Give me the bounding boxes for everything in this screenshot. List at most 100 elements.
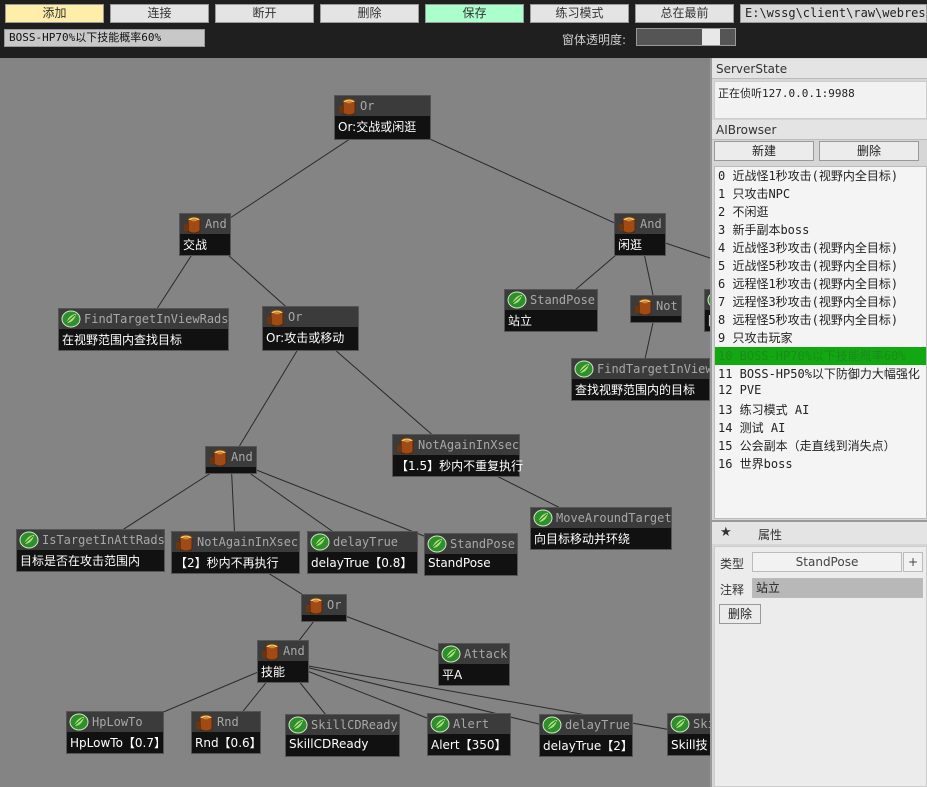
node-header[interactable]: StandPose xyxy=(425,534,517,554)
ai-list-item[interactable]: 15 公会副本（走直线到消失点） xyxy=(718,439,896,453)
node-header[interactable]: And xyxy=(615,214,665,234)
ai-list-item[interactable]: 9 只攻击玩家 xyxy=(718,331,793,345)
type-add-button[interactable]: + xyxy=(903,552,923,572)
ai-list-item[interactable]: 2 不闲逛 xyxy=(718,205,769,219)
node-header[interactable]: delayTrue xyxy=(540,715,632,735)
ai-list-item[interactable]: 5 近战怪5秒攻击(视野内全目标) xyxy=(718,259,899,273)
new-ai-button[interactable]: 新建 xyxy=(714,141,814,161)
tree-node-and3[interactable]: And xyxy=(205,446,257,474)
node-header[interactable]: Not xyxy=(631,296,681,316)
node-header[interactable]: SkillCDReady xyxy=(286,715,399,735)
leaf-icon xyxy=(441,645,461,663)
ai-list-item[interactable]: 3 新手副本boss xyxy=(718,223,810,237)
ai-list-item[interactable]: 12 PVE xyxy=(718,383,762,397)
ai-list-item[interactable]: 7 远程怪3秒攻击(视野内全目标) xyxy=(718,295,899,309)
tree-node-hidden1[interactable]: 随 xyxy=(704,289,710,332)
node-label: 闲逛 xyxy=(618,238,643,252)
log-icon xyxy=(174,533,194,552)
log-icon xyxy=(182,215,202,234)
node-header[interactable]: Alert xyxy=(428,714,510,734)
log-icon xyxy=(194,713,214,732)
node-label: StandPose xyxy=(428,556,491,570)
add-button[interactable]: 添加 xyxy=(5,4,104,23)
current-ai-name[interactable]: BOSS-HP70%以下技能概率60% xyxy=(4,29,205,47)
ai-list-item[interactable]: 0 近战怪1秒攻击(视野内全目标) xyxy=(718,169,899,183)
practice-mode-button[interactable]: 练习模式 xyxy=(530,4,629,23)
tree-node-notagain1[interactable]: NotAgainInXsec【1.5】秒内不重复执行 xyxy=(392,434,523,477)
tree-node-not1[interactable]: Not xyxy=(630,295,682,323)
tree-node-notagain2[interactable]: NotAgainInXsec【2】秒内不再执行 xyxy=(171,531,300,574)
tree-node-skill[interactable]: SkiSkill技 xyxy=(667,713,710,756)
opacity-slider[interactable] xyxy=(636,28,736,46)
node-type: MoveAroundTarget xyxy=(556,511,672,525)
node-header[interactable]: Ski xyxy=(668,714,710,734)
delete-ai-button[interactable]: 删除 xyxy=(819,141,919,161)
node-header[interactable]: Rnd xyxy=(192,712,260,732)
node-header[interactable]: And xyxy=(180,214,230,234)
node-label: 技能 xyxy=(261,665,286,679)
ai-list-item[interactable]: 11 BOSS-HP50%以下防御力大幅强化 xyxy=(718,367,920,381)
node-header[interactable]: Or xyxy=(263,307,358,327)
node-header[interactable]: HpLowTo xyxy=(67,712,163,732)
leaf-icon xyxy=(707,291,710,309)
always-on-top-button[interactable]: 总在最前 xyxy=(635,4,734,23)
node-label: Alert【350】 xyxy=(431,738,507,752)
tree-node-and4[interactable]: And 技能 xyxy=(257,640,309,683)
node-header[interactable]: Or xyxy=(335,96,430,116)
node-header[interactable]: MoveAroundTarget xyxy=(531,508,672,528)
tree-node-movearound[interactable]: MoveAroundTarget 向目标移动并环绕 xyxy=(530,507,672,550)
tree-node-and2[interactable]: And 闲逛 xyxy=(614,213,666,256)
ai-list[interactable]: 0 近战怪1秒攻击(视野内全目标) 1 只攻击NPC 2 不闲逛 3 新手副本boss… xyxy=(714,166,927,519)
node-header[interactable]: And xyxy=(206,447,256,467)
toolbar: 添加 连接 断开 删除 保存 练习模式 总在最前 E:\wssg\client\… xyxy=(0,0,927,26)
node-header[interactable] xyxy=(705,290,710,310)
node-label: 向目标移动并环绕 xyxy=(534,532,631,546)
disconnect-button[interactable]: 断开 xyxy=(215,4,314,23)
ai-list-item[interactable]: 10 BOSS-HP70%以下技能概率60% xyxy=(715,347,926,365)
tree-node-or3[interactable]: Or xyxy=(301,594,347,622)
note-input[interactable]: 站立 xyxy=(752,578,923,598)
ai-list-item[interactable]: 8 远程怪5秒攻击(视野内全目标) xyxy=(718,313,899,327)
ai-list-item[interactable]: 1 只攻击NPC xyxy=(718,187,791,201)
node-header[interactable]: delayTrue xyxy=(308,532,417,552)
path-field[interactable]: E:\wssg\client\raw\webres\ xyxy=(740,4,927,23)
node-header[interactable]: NotAgainInXsec xyxy=(172,532,299,552)
ai-list-item[interactable]: 6 远程怪1秒攻击(视野内全目标) xyxy=(718,277,899,291)
node-header[interactable]: Attack xyxy=(439,644,509,664)
node-header[interactable]: NotAgainInXsec xyxy=(393,435,519,455)
type-select[interactable]: StandPose xyxy=(752,552,902,572)
leaf-icon xyxy=(61,310,81,328)
node-header[interactable]: IsTargetInAttRads xyxy=(17,530,165,550)
node-header[interactable]: FindTargetInView xyxy=(572,359,710,379)
ai-list-item[interactable]: 14 测试 AI xyxy=(718,421,786,435)
delete-button[interactable]: 删除 xyxy=(320,4,419,23)
node-header[interactable]: FindTargetInViewRads xyxy=(59,309,229,329)
ai-list-item[interactable]: 16 世界boss xyxy=(718,457,793,471)
node-header[interactable]: And xyxy=(258,641,308,661)
ai-list-item[interactable]: 13 练习模式 AI xyxy=(718,403,810,417)
node-header[interactable]: StandPose xyxy=(505,290,597,310)
ai-list-item[interactable]: 4 近战怪3秒攻击(视野内全目标) xyxy=(718,241,899,255)
node-type: Or xyxy=(360,99,375,113)
connect-button[interactable]: 连接 xyxy=(110,4,209,23)
opacity-slider-thumb[interactable] xyxy=(702,29,721,45)
node-header[interactable]: Or xyxy=(302,595,346,615)
property-delete-button[interactable]: 删除 xyxy=(719,604,761,624)
save-button[interactable]: 保存 xyxy=(425,4,524,23)
